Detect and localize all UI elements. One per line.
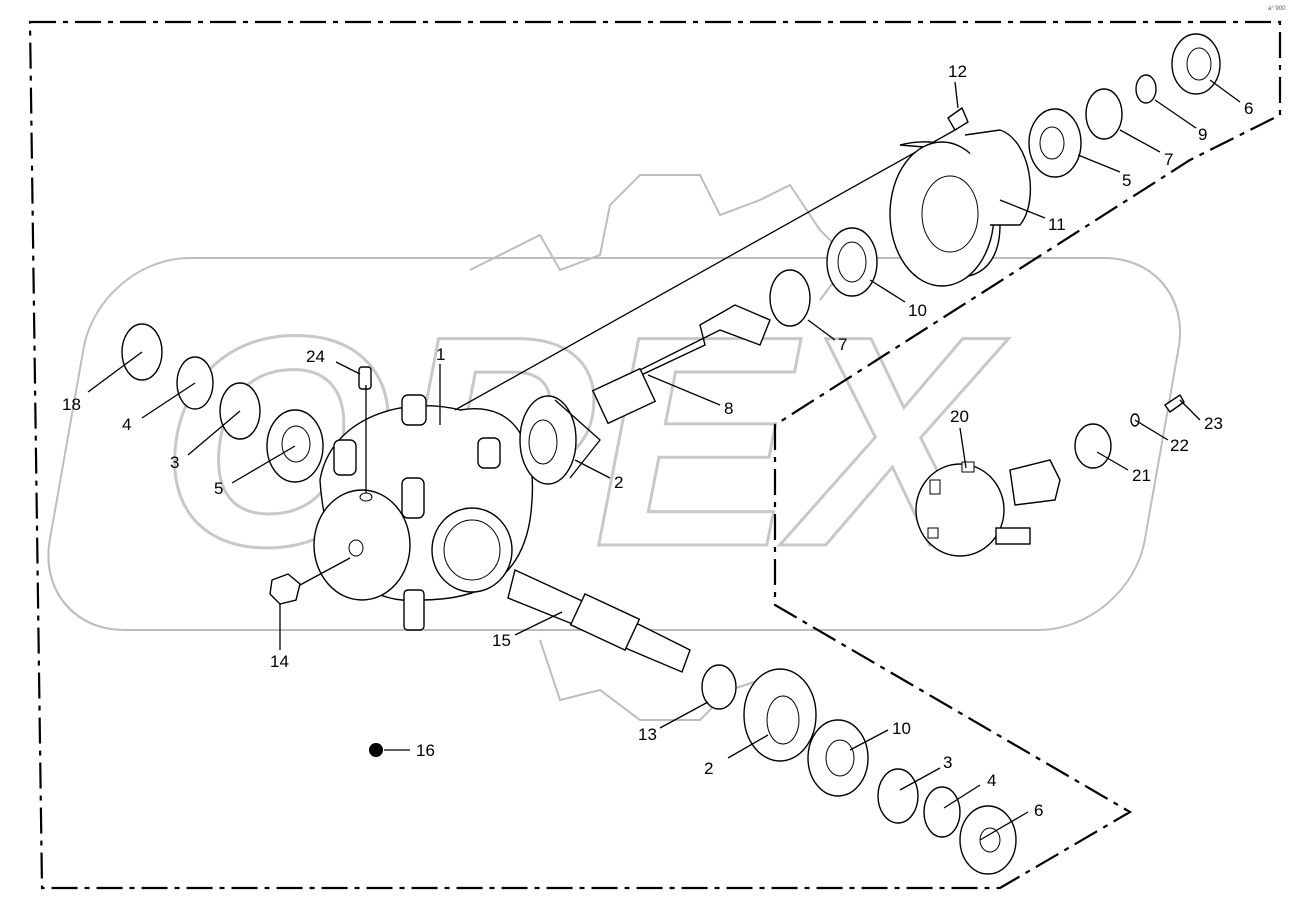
bevel-gear-lower — [743, 668, 817, 762]
sealant-dot-16 — [369, 743, 383, 757]
flange-housing — [889, 129, 1032, 287]
callout-3-lower: 3 — [943, 753, 952, 772]
bearing-upper — [826, 227, 878, 297]
callout-6-upper: 6 — [1244, 99, 1253, 118]
bearing-5-upper — [1028, 108, 1082, 178]
callout-4-left: 4 — [122, 415, 131, 434]
screw-23 — [1164, 394, 1185, 413]
callout-18: 18 — [62, 395, 81, 414]
output-shaft-15 — [507, 569, 691, 673]
corner-code: a° 900 — [1268, 6, 1286, 12]
callout-21: 21 — [1132, 466, 1151, 485]
callout-10-lower: 10 — [892, 719, 911, 738]
seal-6-lower — [959, 805, 1017, 875]
callout-7-upper: 7 — [1164, 150, 1173, 169]
input-shaft — [591, 304, 771, 425]
callout-20: 20 — [950, 407, 969, 426]
seal-6-upper — [1171, 33, 1221, 95]
cap-21 — [1074, 423, 1112, 469]
callout-2-lower: 2 — [704, 759, 713, 778]
callout-10-upper: 10 — [908, 301, 927, 320]
callout-3-left: 3 — [170, 453, 179, 472]
callout-8: 8 — [724, 399, 733, 418]
callout-22: 22 — [1170, 436, 1189, 455]
axis-line-upper — [454, 129, 956, 411]
bolt-12 — [947, 106, 969, 131]
callout-9: 9 — [1198, 125, 1207, 144]
callout-15: 15 — [492, 631, 511, 650]
callout-4-lower: 4 — [987, 771, 996, 790]
callout-1: 1 — [436, 345, 445, 364]
callout-5-upper: 5 — [1122, 171, 1131, 190]
callout-24: 24 — [306, 347, 325, 366]
callout-14: 14 — [270, 652, 289, 671]
bevel-gear-upper — [519, 395, 601, 485]
gearbox-assembly-20 — [915, 459, 1061, 557]
callout-labels: 1 2 2 3 3 4 4 5 5 6 6 7 7 8 9 10 10 11 1… — [62, 62, 1253, 820]
callout-5-left: 5 — [214, 479, 223, 498]
drain-plug-14 — [269, 573, 301, 605]
callout-7-lower: 7 — [838, 335, 847, 354]
leader-lines — [87, 79, 1241, 841]
circlip-13 — [701, 664, 737, 710]
callout-13: 13 — [638, 725, 657, 744]
callout-11: 11 — [1048, 215, 1066, 234]
circlip-9 — [1135, 74, 1157, 104]
shim-ring-3-lower — [877, 768, 919, 824]
shim-ring-upper — [769, 269, 811, 327]
gearbox-housing — [313, 394, 534, 631]
bearing-10-lower — [807, 719, 869, 797]
circlip-4-lower — [923, 786, 961, 838]
callout-23: 23 — [1204, 414, 1223, 433]
grease-nipple-24 — [358, 366, 372, 390]
callout-6-lower: 6 — [1034, 801, 1043, 820]
shim-ring-7b — [1085, 88, 1123, 140]
callout-12: 12 — [948, 62, 967, 81]
callout-2-upper: 2 — [614, 473, 623, 492]
assembly-boundary — [28, 20, 1282, 890]
callout-16: 16 — [416, 741, 435, 760]
